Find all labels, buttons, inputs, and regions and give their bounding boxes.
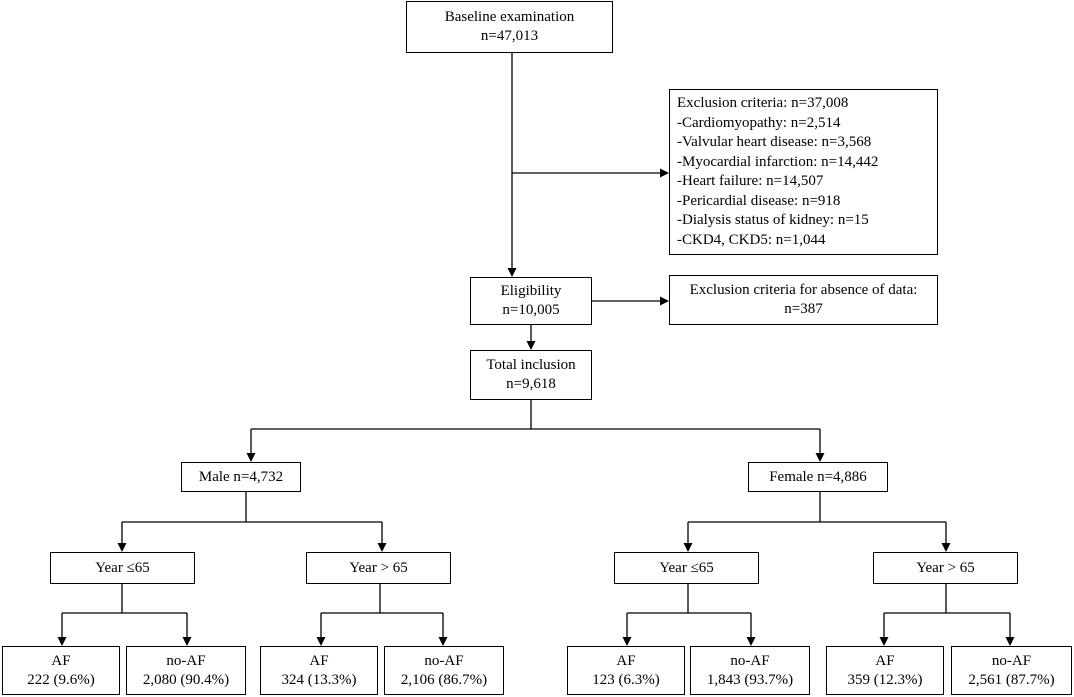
outcome-count: 2,106 (86.7%) bbox=[400, 671, 488, 688]
male-age-le65-label: Year ≤65 bbox=[95, 559, 150, 576]
male-age-gt65-box: Year > 65 bbox=[306, 552, 451, 584]
arrowhead bbox=[316, 637, 326, 646]
outcome-count: 222 (9.6%) bbox=[27, 671, 95, 688]
male-le65-noaf-box: no-AF 2,080 (90.4%) bbox=[126, 646, 246, 695]
outcome-label: AF bbox=[616, 652, 636, 669]
arrowhead bbox=[879, 637, 889, 646]
missing-data-box: Exclusion criteria for absence of data: … bbox=[669, 275, 938, 325]
female-le65-af-box: AF 123 (6.3%) bbox=[567, 646, 685, 695]
baseline-title: Baseline examination bbox=[444, 9, 575, 25]
male-gt65-af-box: AF 324 (13.3%) bbox=[260, 646, 378, 695]
exclusion-criteria-box: Exclusion criteria: n=37,008 -Cardiomyop… bbox=[669, 89, 938, 255]
arrowhead bbox=[941, 543, 951, 552]
outcome-label: AF bbox=[309, 652, 329, 669]
male-age-gt65-label: Year > 65 bbox=[349, 559, 408, 576]
arrowhead bbox=[683, 543, 693, 552]
female-le65-noaf-box: no-AF 1,843 (93.7%) bbox=[690, 646, 810, 695]
exclusion-line: -CKD4, CKD5: n=1,044 bbox=[677, 231, 826, 248]
male-label: Male n=4,732 bbox=[198, 468, 284, 485]
arrowhead bbox=[507, 268, 517, 277]
female-gt65-noaf-box: no-AF 2,561 (87.7%) bbox=[951, 646, 1072, 695]
eligibility-count: n=10,005 bbox=[502, 302, 560, 318]
female-box: Female n=4,886 bbox=[748, 462, 888, 492]
missing-data-text: Exclusion criteria for absence of data: … bbox=[689, 282, 918, 317]
outcome-label: no-AF bbox=[166, 652, 206, 669]
outcome-label: AF bbox=[875, 652, 895, 669]
arrowhead bbox=[622, 637, 632, 646]
female-age-le65-label: Year ≤65 bbox=[659, 559, 714, 576]
female-age-gt65-label: Year > 65 bbox=[916, 559, 975, 576]
exclusion-line: Exclusion criteria: n=37,008 bbox=[677, 95, 849, 111]
female-gt65-af-box: AF 359 (12.3%) bbox=[826, 646, 944, 695]
exclusion-line: -Dialysis status of kidney: n=15 bbox=[677, 212, 869, 228]
outcome-count: 359 (12.3%) bbox=[847, 671, 923, 688]
total-title: Total inclusion bbox=[486, 357, 576, 373]
arrowhead bbox=[746, 637, 756, 646]
male-box: Male n=4,732 bbox=[181, 462, 301, 492]
arrowhead bbox=[182, 637, 192, 646]
arrowhead bbox=[526, 341, 536, 350]
arrowhead bbox=[660, 168, 669, 178]
male-gt65-noaf-box: no-AF 2,106 (86.7%) bbox=[384, 646, 504, 695]
female-label: Female n=4,886 bbox=[769, 468, 867, 485]
baseline-count: n=47,013 bbox=[480, 28, 539, 44]
arrowhead bbox=[438, 637, 448, 646]
arrowhead bbox=[117, 543, 127, 552]
female-age-le65-box: Year ≤65 bbox=[614, 552, 759, 584]
arrowhead bbox=[377, 543, 387, 552]
baseline-box: Baseline examination n=47,013 bbox=[406, 1, 613, 53]
eligibility-title: Eligibility bbox=[500, 283, 562, 299]
total-count: n=9,618 bbox=[506, 376, 556, 392]
outcome-count: 1,843 (93.7%) bbox=[706, 671, 794, 688]
exclusion-line: -Valvular heart disease: n=3,568 bbox=[677, 134, 872, 150]
male-le65-af-box: AF 222 (9.6%) bbox=[2, 646, 120, 695]
eligibility-box: Eligibility n=10,005 bbox=[470, 277, 592, 325]
arrowhead bbox=[815, 453, 825, 462]
outcome-label: no-AF bbox=[424, 652, 464, 669]
arrowhead bbox=[660, 296, 669, 306]
outcome-count: 2,080 (90.4%) bbox=[142, 671, 230, 688]
outcome-count: 324 (13.3%) bbox=[281, 671, 357, 688]
exclusion-line: -Pericardial disease: n=918 bbox=[677, 192, 841, 209]
female-age-gt65-box: Year > 65 bbox=[873, 552, 1018, 584]
exclusion-line: -Cardiomyopathy: n=2,514 bbox=[677, 114, 841, 131]
total-inclusion-box: Total inclusion n=9,618 bbox=[470, 350, 592, 400]
outcome-label: no-AF bbox=[730, 652, 770, 669]
male-age-le65-box: Year ≤65 bbox=[50, 552, 195, 584]
arrowhead bbox=[57, 637, 67, 646]
arrowhead bbox=[1005, 637, 1015, 646]
exclusion-line: -Myocardial infarction: n=14,442 bbox=[677, 153, 879, 170]
outcome-label: no-AF bbox=[991, 652, 1032, 669]
outcome-label: AF bbox=[51, 652, 71, 669]
arrowhead bbox=[246, 453, 256, 462]
outcome-count: 123 (6.3%) bbox=[592, 671, 660, 688]
outcome-count: 2,561 (87.7%) bbox=[968, 671, 1055, 688]
exclusion-line: -Heart failure: n=14,507 bbox=[677, 173, 824, 189]
